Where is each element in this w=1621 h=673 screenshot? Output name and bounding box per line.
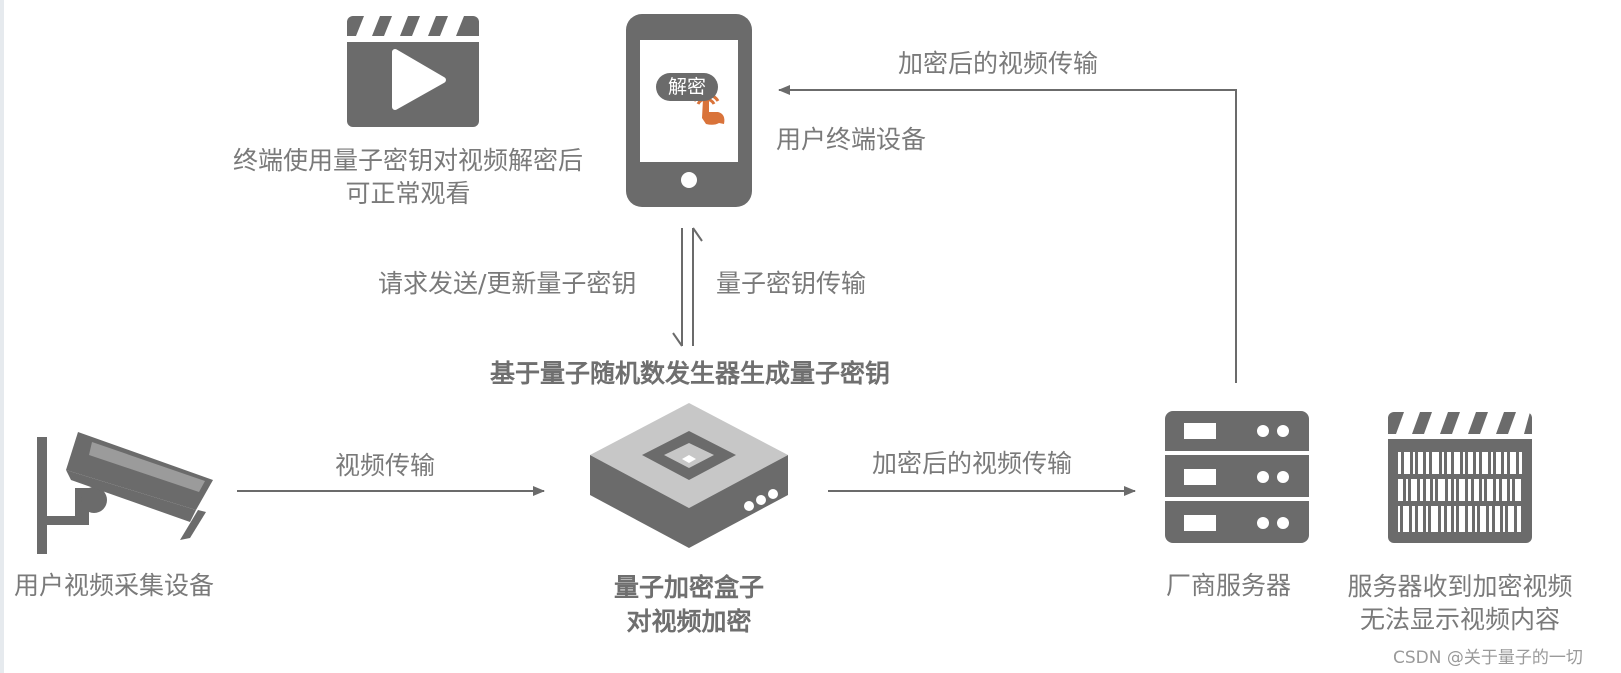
scrambled-caption-line2: 无法显示视频内容	[1359, 605, 1560, 634]
decrypt-button: 解密	[656, 73, 718, 101]
top-transfer-label: 加密后的视频传输	[898, 49, 1099, 78]
encrypted-transfer-label: 加密后的视频传输	[872, 449, 1073, 478]
arrow-server-to-terminal	[778, 85, 1237, 383]
camera-caption: 用户视频采集设备	[14, 571, 215, 600]
terminal-caption-line1: 终端使用量子密钥对视频解密后	[232, 146, 583, 175]
scrambled-video-icon	[1388, 412, 1532, 543]
quantum-encryption-box-icon	[590, 403, 788, 548]
video-player-icon	[347, 16, 479, 127]
security-camera-icon	[37, 432, 213, 554]
box-caption-line1: 量子加密盒子	[613, 573, 764, 602]
server-caption: 厂商服务器	[1166, 571, 1292, 600]
key-transfer-label: 量子密钥传输	[716, 269, 867, 298]
request-key-label: 请求发送/更新量子密钥	[378, 269, 637, 298]
terminal-caption-line2: 可正常观看	[345, 179, 471, 208]
scrambled-caption-line1: 服务器收到加密视频	[1347, 572, 1573, 601]
qrng-title: 基于量子随机数发生器生成量子密钥	[489, 359, 890, 388]
server-icon	[1165, 411, 1309, 543]
video-transfer-label: 视频传输	[335, 451, 436, 480]
box-caption-line2: 对视频加密	[626, 607, 752, 636]
watermark: CSDN @关于量子的一切	[1393, 648, 1583, 668]
harpoon-key-transfer	[692, 227, 703, 346]
smartphone-icon	[626, 14, 752, 207]
user-terminal-label: 用户终端设备	[776, 125, 927, 154]
harpoon-request-key	[672, 228, 683, 347]
